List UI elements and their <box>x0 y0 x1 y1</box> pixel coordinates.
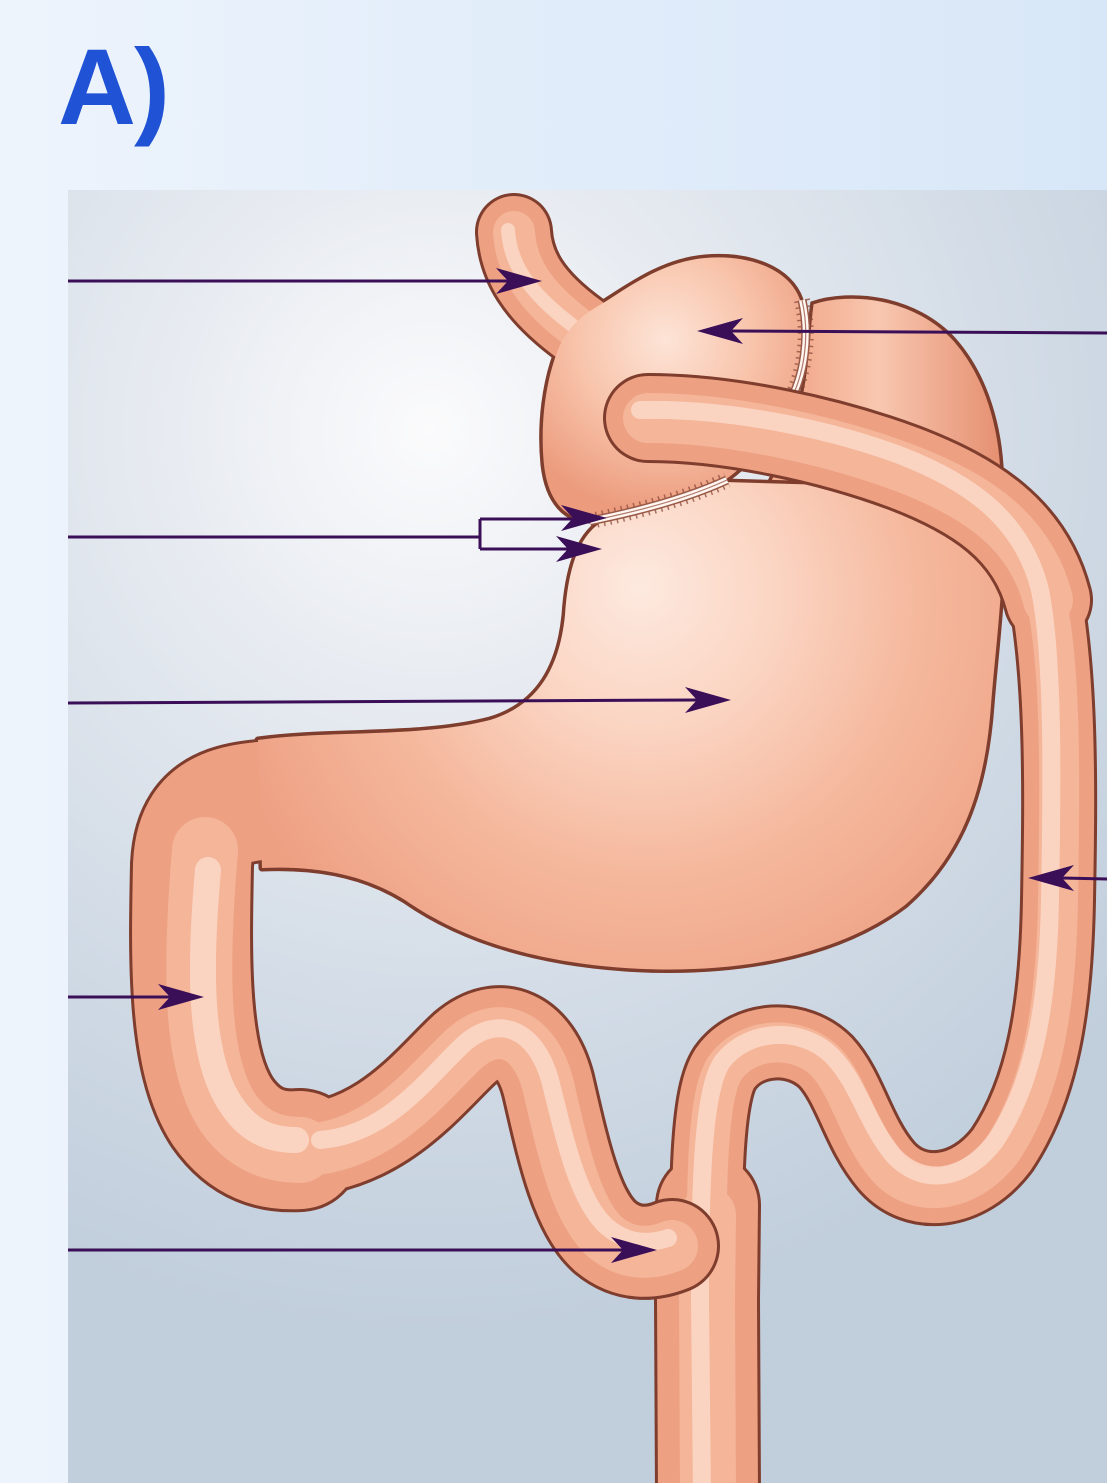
pointer-line <box>1062 878 1107 879</box>
pointer-line <box>731 331 1107 333</box>
